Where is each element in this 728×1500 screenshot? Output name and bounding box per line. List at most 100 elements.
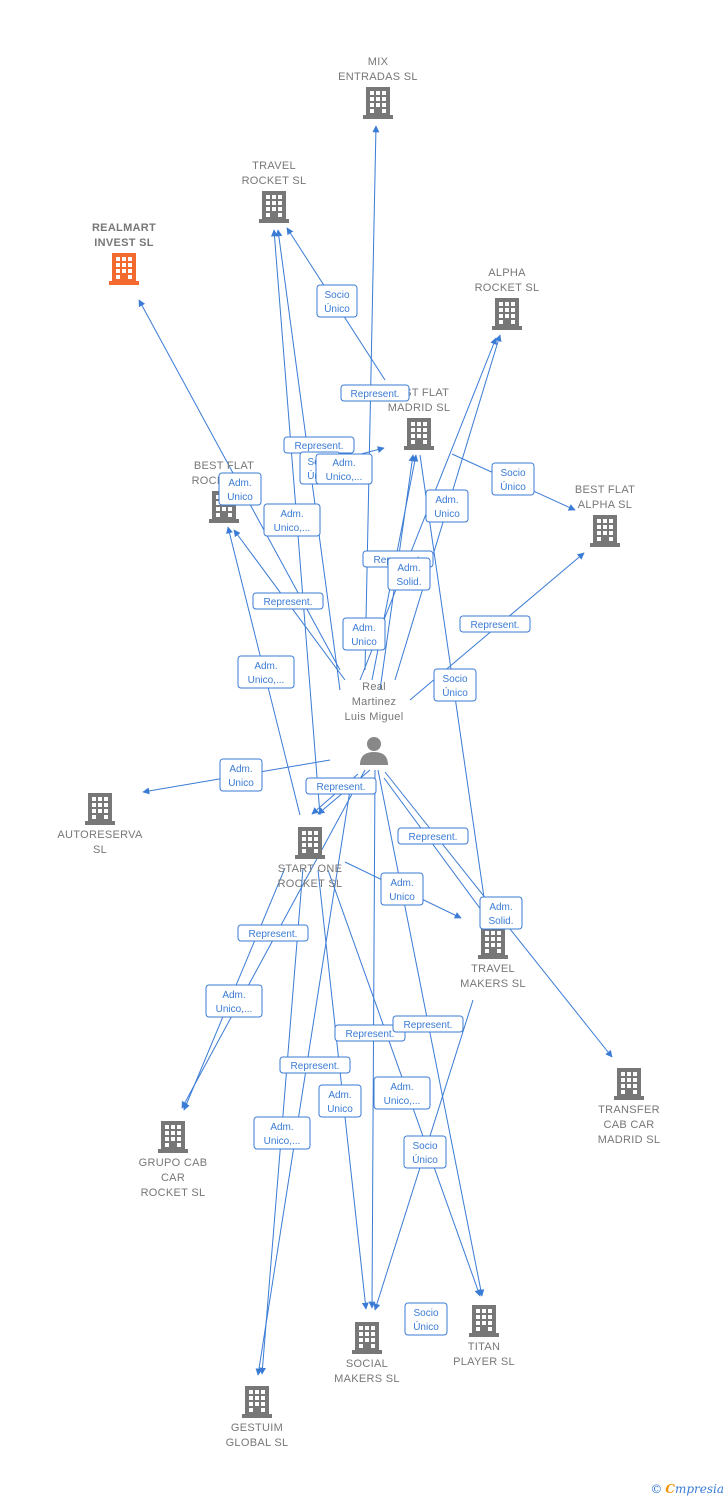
relation-label-text: Adm. [228, 478, 251, 489]
relation-label-text: Represent. [351, 389, 400, 400]
node-label-line: MAKERS SL [460, 978, 526, 990]
empresia-footer[interactable]: ©Cmpresia [650, 1482, 724, 1496]
relation-label-text: Único [500, 480, 526, 493]
node-label-line: GESTUIM [231, 1422, 283, 1434]
brand-name: mpresia [674, 1482, 724, 1496]
relation-label-text: Unico [434, 509, 460, 520]
node-label-line: MADRID SL [598, 1134, 661, 1146]
relation-label-text: Socio [413, 1308, 438, 1319]
relation-label[interactable]: Adm.Unico,... [373, 1076, 431, 1110]
relation-label[interactable]: Represent. [279, 1056, 351, 1074]
building-icon [478, 927, 508, 959]
node-autoreserva[interactable]: AUTORESERVA SL [57, 793, 143, 856]
relation-edge [377, 769, 485, 1297]
relation-label-box [387, 557, 431, 591]
relation-label[interactable]: Represent. [252, 592, 324, 610]
relation-label[interactable]: Represent. [459, 615, 531, 633]
relation-label[interactable]: Adm.Unico [219, 758, 263, 792]
relation-label[interactable]: Adm.Unico [425, 489, 469, 523]
relation-label-text: Adm. [352, 623, 375, 634]
relation-label[interactable]: Adm.Unico [318, 1084, 362, 1118]
relation-label[interactable]: Adm.Unico [342, 617, 386, 651]
node-label-line: AUTORESERVA [57, 829, 143, 841]
relation-label-text: Represent. [409, 832, 458, 843]
relation-label-text: Unico,... [216, 1004, 253, 1015]
relation-label[interactable]: Adm.Unico,... [315, 453, 373, 485]
relation-label-text: Único [413, 1320, 439, 1333]
relation-label-text: Adm. [254, 661, 277, 672]
relation-label-box [305, 777, 377, 795]
relation-label-text: Represent. [471, 620, 520, 631]
relation-label[interactable]: Adm.Solid. [387, 557, 431, 591]
node-label-line: ROCKET SL [278, 878, 343, 890]
building-icon [469, 1305, 499, 1337]
node-label-line: Real [362, 681, 386, 693]
relation-label[interactable]: Adm.Unico,... [237, 655, 295, 689]
relation-edge [255, 789, 351, 1376]
relation-label-box [279, 1056, 351, 1074]
relation-label[interactable]: Adm.Unico [380, 872, 424, 906]
relation-label-text: Adm. [332, 458, 355, 469]
relation-label[interactable]: Adm. Unico,... [253, 1116, 311, 1150]
relation-label-box [403, 1135, 447, 1169]
node-label-line: ROCKET SL [242, 175, 307, 187]
relation-label[interactable]: Adm.Unico [218, 472, 262, 506]
relation-label[interactable]: Adm.Unico,... [205, 984, 263, 1018]
relation-label-text: Único [442, 686, 468, 699]
person-icon [360, 737, 388, 765]
relation-label[interactable]: Adm.Solid. [479, 896, 523, 930]
node-gestuim[interactable]: GESTUIM GLOBAL SL [226, 1386, 289, 1449]
relation-label-box [340, 384, 410, 402]
building-icon [109, 253, 139, 285]
node-label-line: REALMART [92, 222, 156, 234]
node-label-line: GRUPO CAB [139, 1157, 208, 1169]
node-label-line: Luis Miguel [345, 711, 404, 723]
relation-label[interactable]: Represent. [392, 1015, 464, 1033]
relation-label[interactable]: Adm.Unico,... [263, 503, 321, 537]
node-label-line: SL [93, 844, 107, 856]
relation-label[interactable]: Represent. [283, 436, 355, 454]
relation-label-box [219, 758, 263, 792]
relation-label-box [380, 872, 424, 906]
relation-label-text: Represent. [291, 1061, 340, 1072]
node-label-line: GLOBAL SL [226, 1437, 289, 1449]
relation-label-text: Unico,... [264, 1136, 301, 1147]
relation-label-text: Represent. [295, 441, 344, 452]
node-travelmakers[interactable]: TRAVEL MAKERS SL [460, 927, 526, 990]
relation-label[interactable]: Represent. [340, 384, 410, 402]
building-icon [492, 298, 522, 330]
relation-label-text: Socio [324, 290, 349, 301]
relation-label[interactable]: Represent. [237, 924, 309, 942]
building-icon [590, 515, 620, 547]
node-label-line: SOCIAL [346, 1358, 388, 1370]
building-icon [242, 1386, 272, 1418]
node-label-line: TRAVEL [471, 963, 515, 975]
relation-label[interactable]: Represent. [305, 777, 377, 795]
copyright-icon: © [650, 1482, 663, 1496]
relation-label-box [205, 984, 263, 1018]
relation-label[interactable]: Represent. [334, 1024, 406, 1042]
node-label-line: ENTRADAS SL [338, 71, 418, 83]
relation-label-box [218, 472, 262, 506]
relation-label-box [252, 592, 324, 610]
relation-label-text: Adm. [270, 1122, 293, 1133]
building-icon [259, 191, 289, 223]
relation-label-box [433, 668, 477, 702]
relation-label[interactable]: Represent. [397, 827, 469, 845]
